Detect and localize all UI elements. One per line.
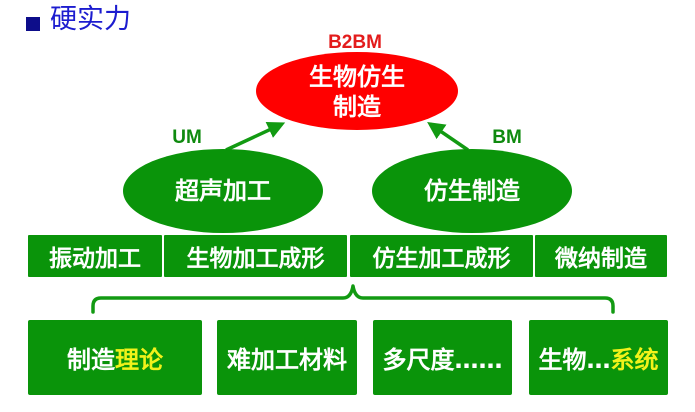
right-node-ellipse: [372, 149, 572, 233]
bottom-box-manufacturing-theory: 制造理论: [28, 320, 202, 395]
middle-box-micro-nano: 微纳制造: [535, 235, 667, 277]
top-node-ellipse: [256, 52, 458, 130]
edge-label-bm: BM: [492, 127, 522, 148]
top-node-text: 生物仿生 制造: [256, 54, 458, 130]
bottom-box-text-plain: 难加工材料: [227, 346, 347, 374]
middle-box-vibration-machining: 振动加工: [28, 235, 162, 277]
top-node-text-line2: 制造: [333, 93, 381, 121]
square-bullet-icon: [26, 17, 40, 31]
left-node-text: 超声加工: [175, 177, 271, 205]
bottom-box-text-highlight: 理论: [115, 346, 163, 374]
bottom-box-bio-system: 生物…系统: [529, 320, 668, 395]
bottom-box-multiscale: 多尺度……: [373, 320, 512, 395]
bottom-box-text-plain: 生物…: [538, 346, 611, 374]
arrow-um: [225, 121, 286, 152]
bottom-box-text-plain: 多尺度……: [382, 346, 503, 374]
middle-box-bionic-forming: 仿生加工成形: [350, 235, 533, 277]
left-node-ellipse: [123, 149, 323, 233]
bottom-box-text-highlight: 系统: [610, 346, 659, 374]
middle-box-bio-forming: 生物加工成形: [164, 235, 347, 277]
curly-brace-icon: [91, 284, 615, 314]
bottom-box-hard-materials: 难加工材料: [217, 320, 357, 395]
page-title: 硬实力: [50, 4, 131, 35]
arrow-bm: [427, 122, 469, 152]
right-node-text: 仿生制造: [424, 177, 520, 205]
top-node-text-line1: 生物仿生: [309, 63, 405, 91]
edge-label-um: UM: [172, 127, 202, 148]
bottom-box-text-plain: 制造: [67, 346, 115, 374]
top-node-label: B2BM: [328, 32, 382, 53]
